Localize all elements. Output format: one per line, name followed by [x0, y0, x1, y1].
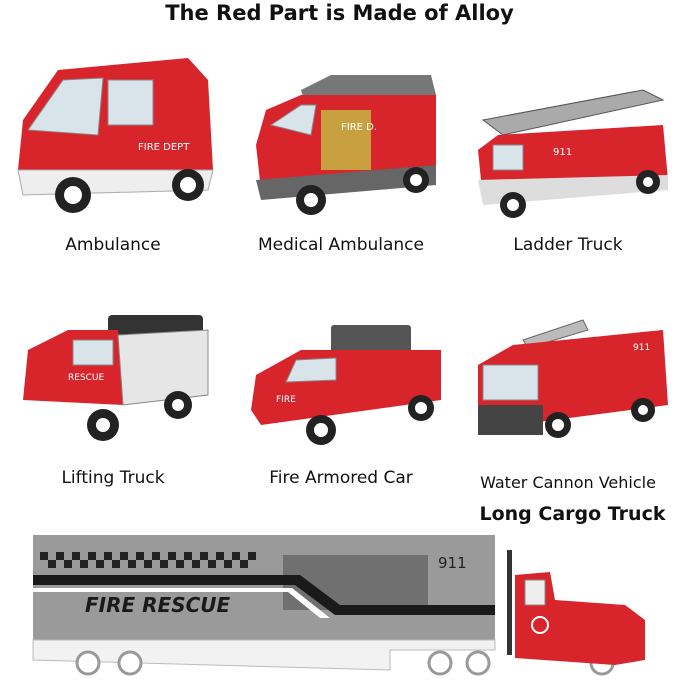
vehicle-card-fire-armored-car: FIRE Fire Armored Car — [228, 320, 454, 488]
svg-text:FIRE D.: FIRE D. — [341, 122, 377, 133]
long-cargo-truck-image: FIRE RESCUE 911 — [32, 535, 645, 676]
ambulance-image: FIRE DEPT — [17, 58, 214, 213]
vehicle-label: Lifting Truck — [61, 468, 165, 488]
vehicle-label: Fire Armored Car — [269, 468, 413, 488]
fire-armored-car-image: FIRE — [251, 325, 441, 445]
vehicle-label: Water Cannon Vehicle — [480, 473, 656, 492]
truck-cab — [515, 572, 645, 665]
vehicle-card-water-cannon-vehicle: 911 Water Cannon Vehicle — [455, 310, 679, 492]
vehicle-label: Ladder Truck — [513, 235, 623, 255]
lifting-truck-image: RESCUE — [23, 315, 209, 441]
svg-text:911: 911 — [438, 554, 467, 572]
svg-text:911: 911 — [553, 147, 572, 158]
medical-ambulance-image: FIRE D. — [256, 75, 436, 215]
vehicle-card-ladder-truck: 911 Ladder Truck — [455, 50, 679, 255]
vehicle-card-ambulance: FIRE DEPT Ambulance — [0, 50, 226, 255]
vehicle-label: Medical Ambulance — [257, 235, 424, 255]
vehicle-card-lifting-truck: RESCUE Lifting Truck — [0, 300, 226, 488]
ladder-truck-image: 911 — [478, 89, 668, 218]
svg-text:911: 911 — [633, 343, 650, 353]
vehicle-label: Ambulance — [65, 235, 161, 255]
water-cannon-vehicle-image: 911 — [478, 319, 668, 438]
cargo-truck-label: Long Cargo Truck — [479, 503, 666, 525]
page-title: The Red Part is Made of Alloy — [165, 1, 514, 25]
svg-text:RESCUE: RESCUE — [68, 373, 105, 383]
svg-text:FIRE RESCUE: FIRE RESCUE — [85, 593, 231, 617]
svg-text:FIRE: FIRE — [276, 395, 296, 405]
svg-text:FIRE DEPT: FIRE DEPT — [138, 142, 190, 153]
vehicle-card-medical-ambulance: FIRE D. Medical Ambulance — [228, 50, 454, 255]
